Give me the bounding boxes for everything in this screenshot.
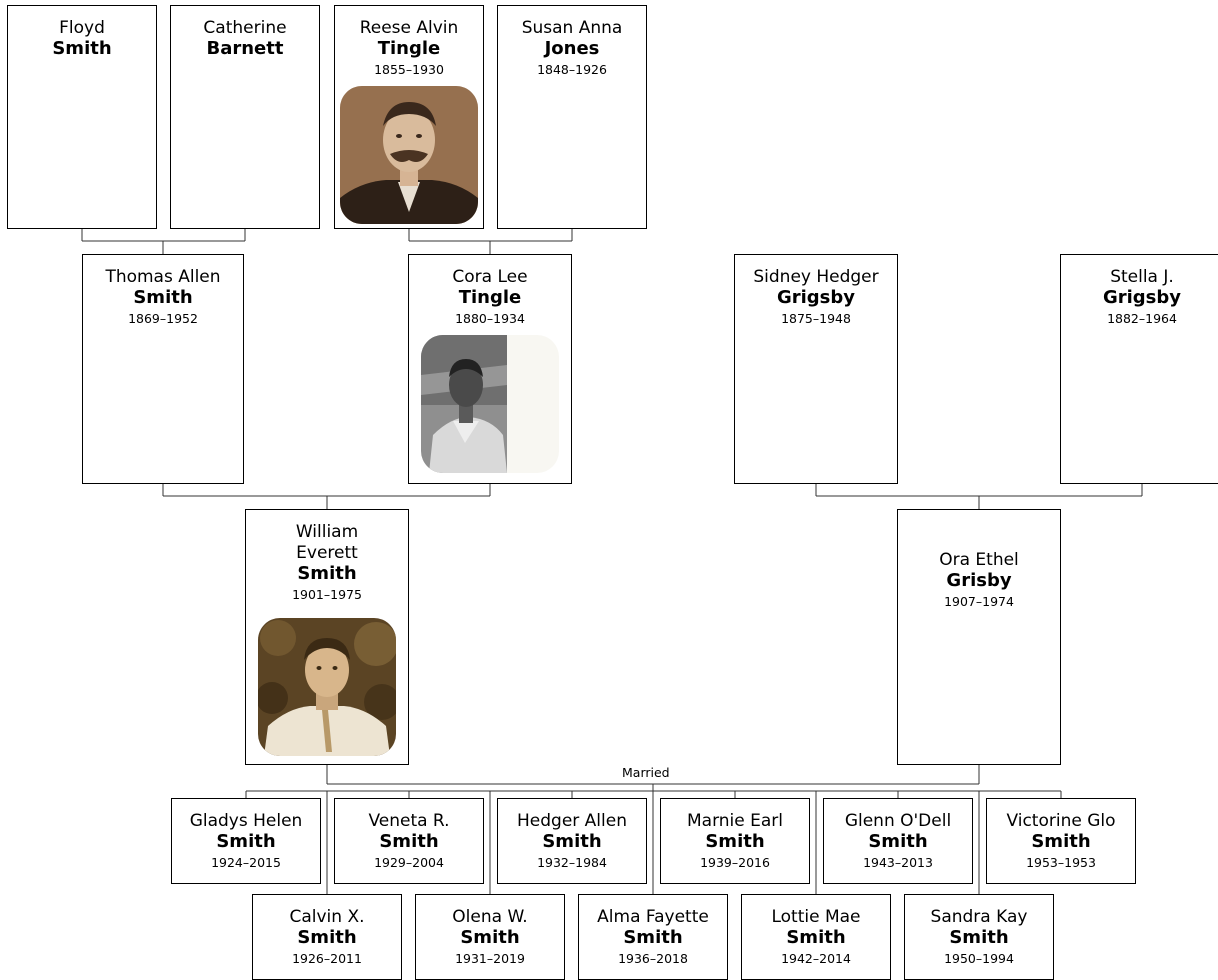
married-label: Married — [620, 765, 672, 780]
surname: Grigsby — [776, 287, 856, 308]
person-card-calvin[interactable]: Calvin X.Smith 1926–2011 — [252, 894, 402, 980]
given-name: Thomas Allen — [105, 267, 221, 287]
portrait-photo — [340, 86, 478, 224]
life-years: 1926–2011 — [292, 951, 362, 966]
given-name: Floyd — [59, 18, 105, 38]
life-years: 1929–2004 — [374, 855, 444, 870]
given-name: Alma Fayette — [597, 907, 709, 927]
life-years: 1932–1984 — [537, 855, 607, 870]
life-years: 1875–1948 — [781, 311, 851, 326]
given-name: Susan Anna — [521, 18, 623, 38]
surname: Smith — [868, 831, 928, 852]
life-years: 1939–2016 — [700, 855, 770, 870]
given-name: Victorine Glo — [1006, 811, 1116, 831]
surname: Smith — [623, 927, 683, 948]
surname: Tingle — [377, 38, 441, 59]
given-name: Sidney Hedger — [753, 267, 879, 287]
given-name: Hedger Allen — [517, 811, 627, 831]
surname: Smith — [786, 927, 846, 948]
surname: Smith — [949, 927, 1009, 948]
life-years: 1936–2018 — [618, 951, 688, 966]
given-name: Lottie Mae — [771, 907, 861, 927]
life-years: 1931–2019 — [455, 951, 525, 966]
surname: Smith — [297, 563, 357, 584]
life-years: 1924–2015 — [211, 855, 281, 870]
portrait-photo — [421, 335, 559, 473]
surname: Grisby — [946, 570, 1012, 591]
given-name: Cora Lee — [452, 267, 528, 287]
person-card-olena[interactable]: Olena W.Smith 1931–2019 — [415, 894, 565, 980]
person-card-veneta[interactable]: Veneta R.Smith 1929–2004 — [334, 798, 484, 884]
surname: Tingle — [458, 287, 522, 308]
surname: Smith — [542, 831, 602, 852]
given-name: Sandra Kay — [930, 907, 1028, 927]
life-years: 1950–1994 — [944, 951, 1014, 966]
surname: Barnett — [206, 38, 284, 59]
given-name: William Everett — [295, 522, 359, 563]
surname: Grigsby — [1102, 287, 1182, 308]
life-years: 1942–2014 — [781, 951, 851, 966]
life-years: 1848–1926 — [537, 62, 607, 77]
life-years: 1880–1934 — [455, 311, 525, 326]
given-name: Olena W. — [452, 907, 528, 927]
life-years: 1901–1975 — [292, 587, 362, 602]
given-name: Glenn O'Dell — [844, 811, 952, 831]
given-name: Calvin X. — [289, 907, 365, 927]
given-name: Reese Alvin — [359, 18, 459, 38]
given-name: Gladys Helen — [189, 811, 303, 831]
surname: Smith — [52, 38, 112, 59]
given-name: Catherine — [203, 18, 287, 38]
surname: Smith — [705, 831, 765, 852]
given-name: Marnie Earl — [686, 811, 783, 831]
life-years: 1869–1952 — [128, 311, 198, 326]
life-years: 1855–1930 — [374, 62, 444, 77]
given-name: Stella J. — [1110, 267, 1174, 287]
given-name: Ora Ethel — [939, 550, 1019, 570]
life-years: 1907–1974 — [944, 594, 1014, 609]
person-card-stella[interactable]: Stella J.Grigsby 1882–1964 — [1060, 254, 1218, 484]
surname: Smith — [297, 927, 357, 948]
surname: Smith — [216, 831, 276, 852]
surname: Smith — [379, 831, 439, 852]
portrait-photo — [258, 618, 396, 756]
given-name: Veneta R. — [368, 811, 450, 831]
life-years: 1882–1964 — [1107, 311, 1177, 326]
surname: Smith — [133, 287, 193, 308]
surname: Smith — [1031, 831, 1091, 852]
surname: Jones — [544, 38, 600, 59]
life-years: 1943–2013 — [863, 855, 933, 870]
life-years: 1953–1953 — [1026, 855, 1096, 870]
surname: Smith — [460, 927, 520, 948]
